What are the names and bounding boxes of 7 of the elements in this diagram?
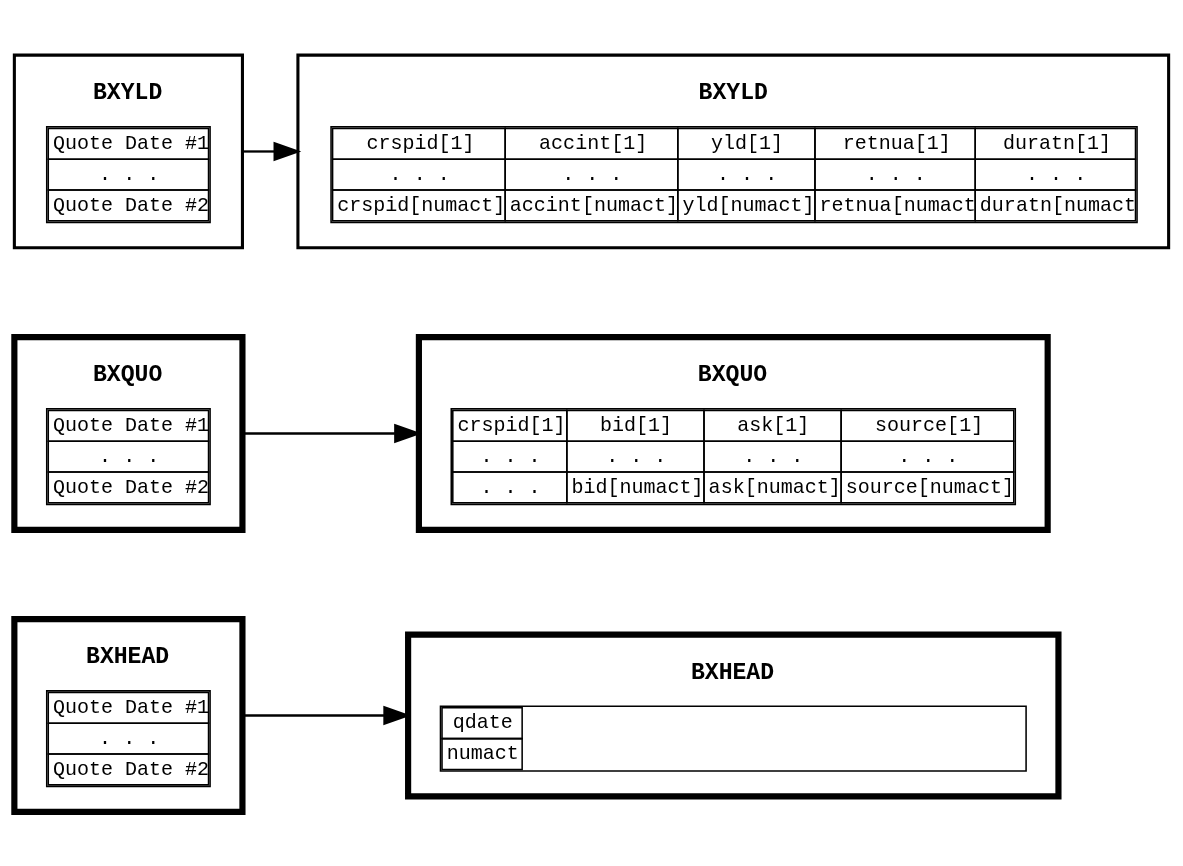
arrow (243, 141, 302, 161)
node-box: BXQUO crspid[1] bid[1] ask[1] source[1] . . . . . . . . . . . . . . . bid[numact] ask[numact] source[numact] (415, 333, 1051, 533)
node-box: BXHEAD Quote Date #1 . . . Quote Date #2 (11, 615, 246, 815)
node-box: BXQUO Quote Date #1 . . . Quote Date #2 (11, 333, 246, 533)
node-box: BXYLD crspid[1] accint[1] yld[1] retnua[1] duratn[1] . . . . . . . . . . . . . . . crspid[numact] accint[numact] yld[numact] retnua[numact duratn[numact (296, 53, 1171, 249)
node-box: BXYLD Quote Date #1 . . . Quote Date #2 (12, 53, 244, 249)
node-box: BXHEAD qdate numact (405, 631, 1062, 799)
